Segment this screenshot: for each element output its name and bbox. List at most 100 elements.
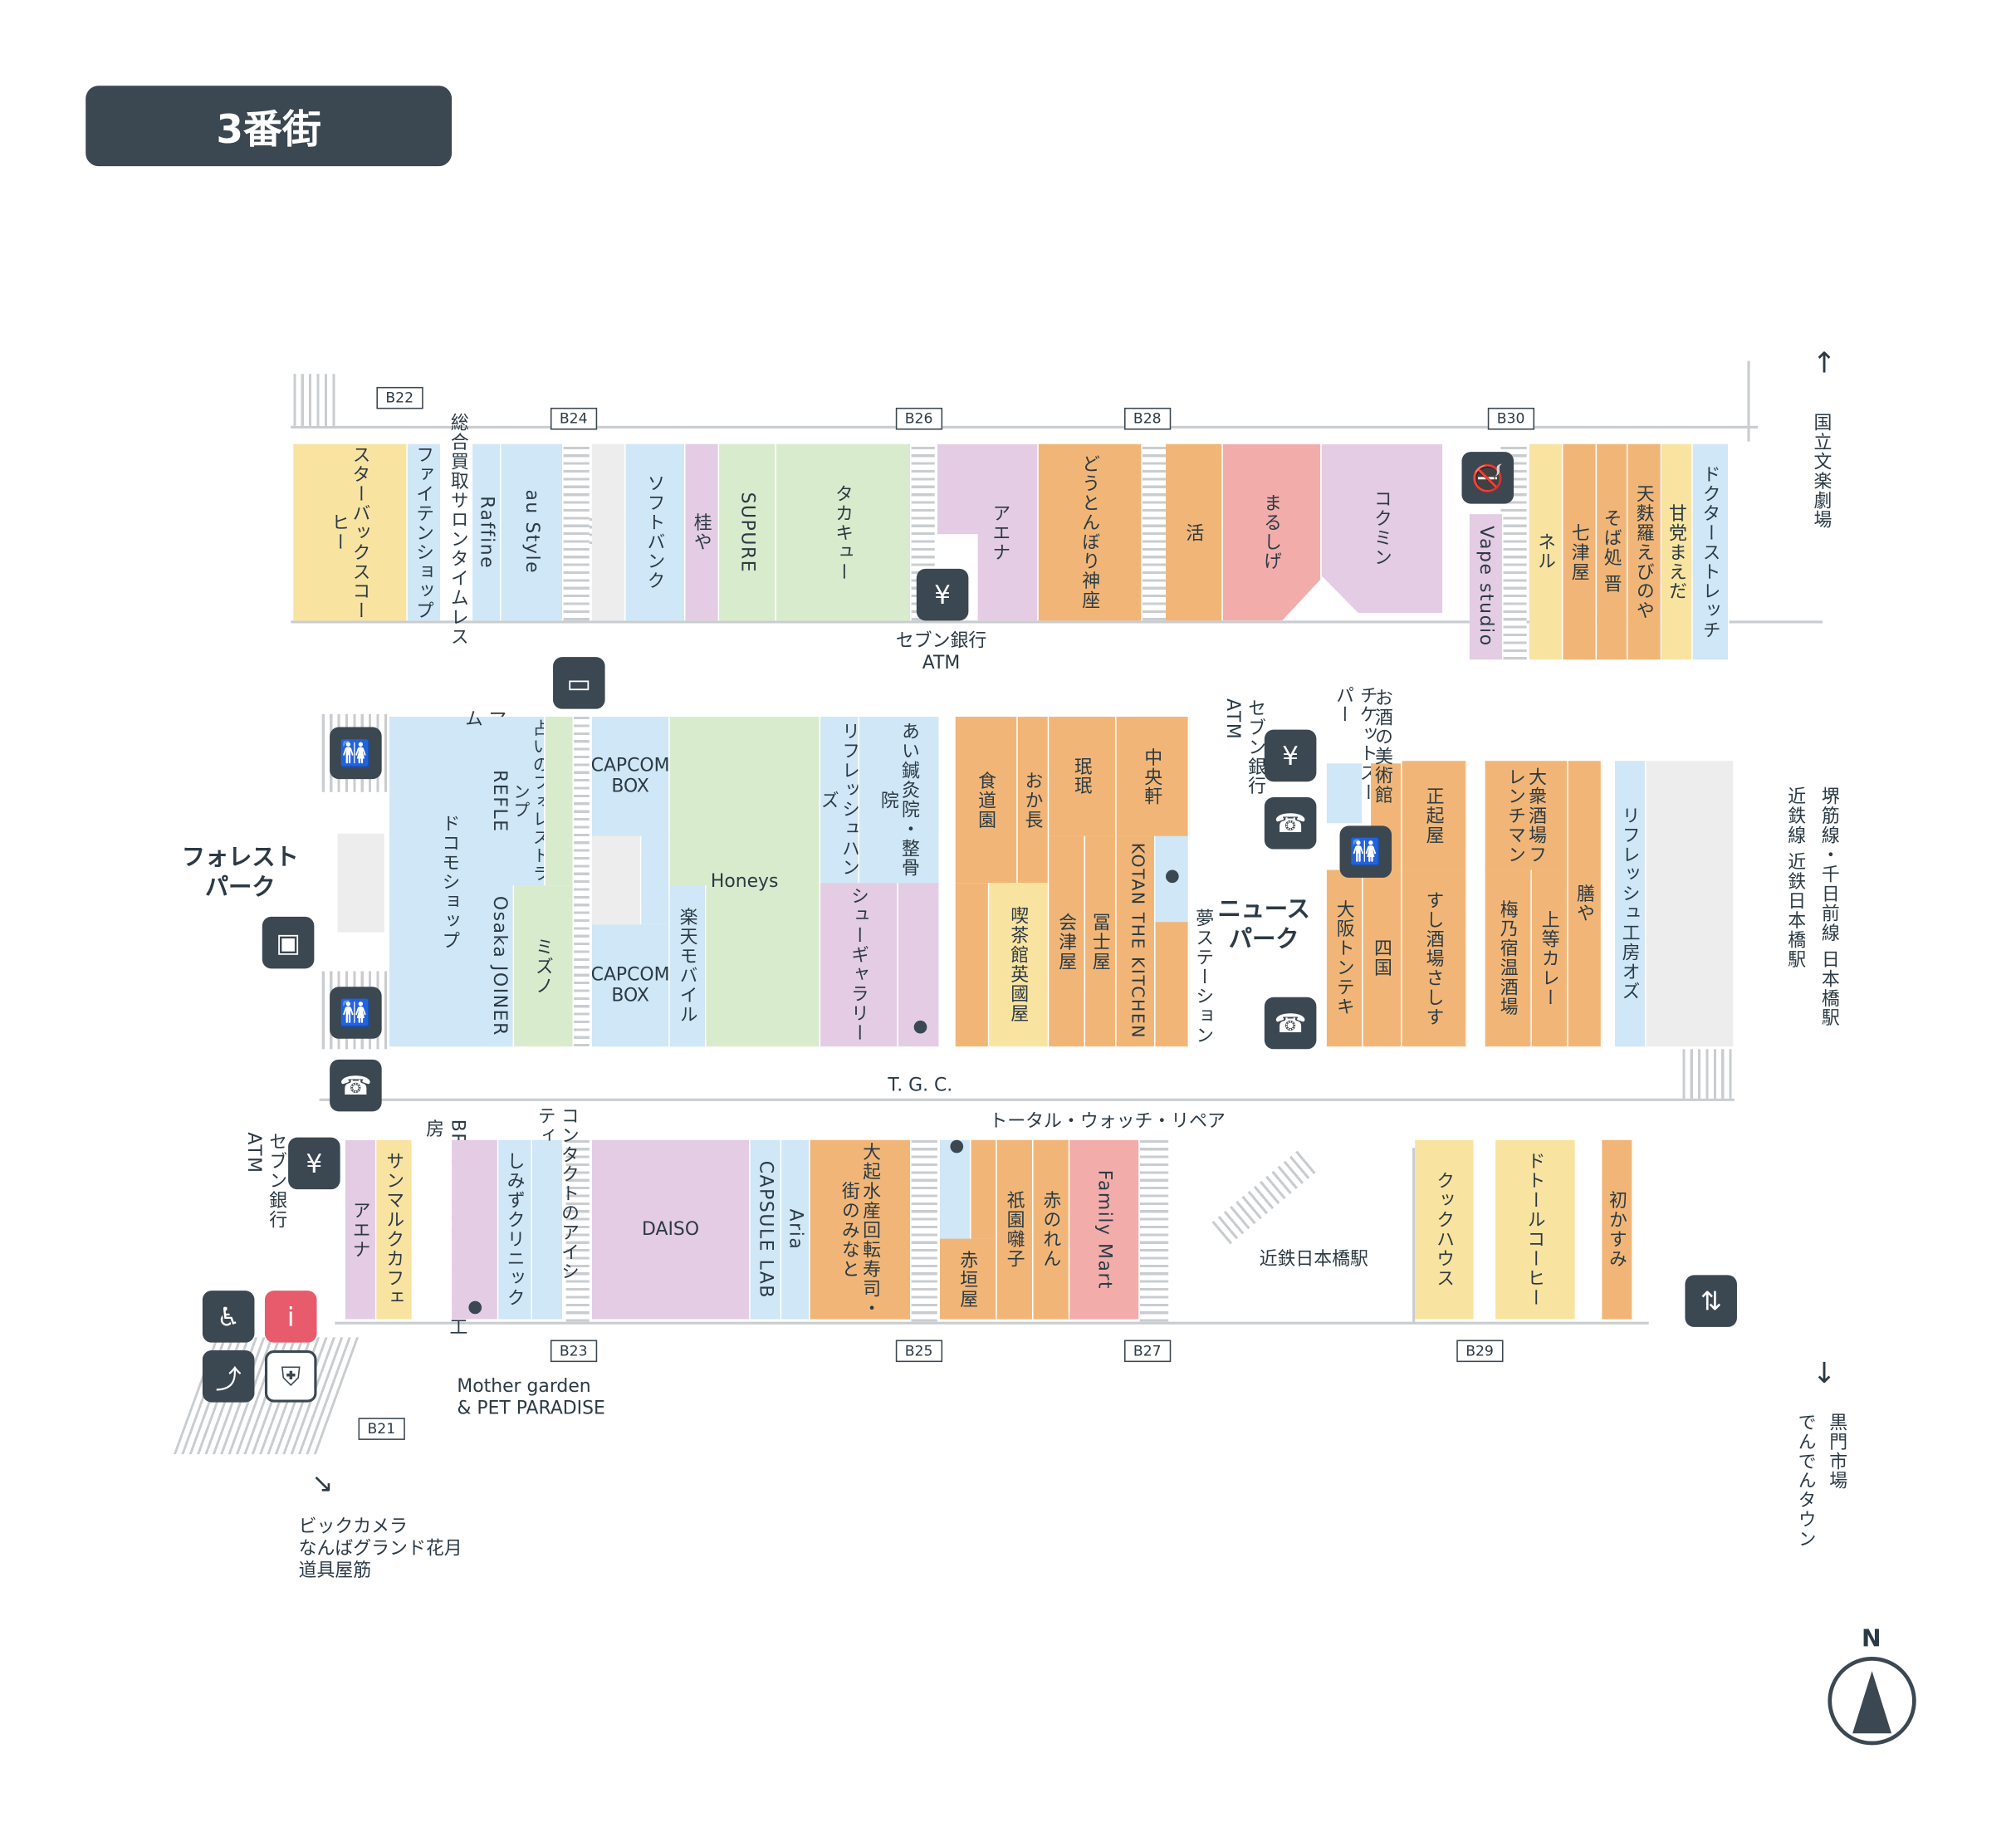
shop-okacho[interactable]: おか長: [1017, 717, 1050, 884]
unit-watch[interactable]: [939, 1139, 971, 1239]
atm-icon[interactable]: ¥: [916, 568, 969, 621]
shop-doutor[interactable]: ドトールコーヒー: [1495, 1139, 1577, 1320]
shop-capcom-2[interactable]: CAPCOM BOX: [591, 924, 670, 1047]
shop-amato[interactable]: 甘党まえだ: [1661, 443, 1693, 660]
shop-softbank[interactable]: ソフトバンク: [625, 443, 686, 621]
shop-supure[interactable]: SUPURE: [719, 443, 776, 621]
corridor-line: [335, 1321, 1649, 1325]
shop-umenoyado[interactable]: 梅乃宿温酒場: [1485, 869, 1532, 1047]
shop-taishu[interactable]: 大衆酒場フレンチマン: [1485, 761, 1568, 870]
shop-katsu[interactable]: 活: [1166, 443, 1223, 621]
shop-timeless-label[interactable]: 総合買取サロンタイムレス: [448, 413, 469, 647]
shop-cookhouse[interactable]: クックハウス: [1415, 1139, 1475, 1320]
shop-akanoren[interactable]: 赤のれん: [1033, 1139, 1070, 1320]
shop-dotonbori[interactable]: どうとんぼり神座: [1038, 443, 1143, 621]
atm-icon[interactable]: ¥: [1264, 729, 1317, 782]
shop-fujiya[interactable]: 冨士屋: [1085, 835, 1117, 1047]
unit-ticket[interactable]: [1326, 763, 1363, 824]
shop-gion[interactable]: 祇園囃子: [996, 1139, 1034, 1320]
toilet-icon[interactable]: 🚻: [330, 727, 382, 780]
shop-rakuten[interactable]: 楽天モバイル: [669, 885, 707, 1047]
shop-capsule[interactable]: CAPSULE LAB: [750, 1139, 782, 1320]
shop-refle[interactable]: REFLE: [485, 717, 515, 886]
shop-hatsukasumi[interactable]: 初かすみ: [1602, 1139, 1633, 1320]
telephone-icon[interactable]: ☎: [1264, 997, 1317, 1050]
shop-osakajoiner[interactable]: Osaka JOINER: [485, 885, 515, 1047]
shop-tenpura[interactable]: 天麩羅えびのや: [1627, 443, 1662, 660]
unit-tgc[interactable]: [898, 883, 940, 1047]
staircase: [1211, 1147, 1320, 1245]
shop-shichitsuya[interactable]: 七津屋: [1563, 443, 1598, 660]
shop-mizuno[interactable]: ミズノ: [514, 885, 575, 1047]
shop-kotan[interactable]: KOTAN THE KITCHEN: [1116, 835, 1156, 1047]
shop-eyecity-label[interactable]: コンタクトのアイシティ: [535, 1106, 580, 1282]
watch-label[interactable]: トータル・ウォッチ・リペア: [989, 1111, 1226, 1133]
shop-starbucks[interactable]: スターバックスコーヒー: [293, 443, 408, 621]
tgc-pin: [913, 1020, 927, 1034]
information-icon[interactable]: i: [264, 1291, 317, 1343]
shop-vape[interactable]: Vape studio: [1469, 514, 1504, 660]
shop-daiki[interactable]: 大起水産回転寿司・街のみなと: [810, 1139, 912, 1320]
shop-daiso[interactable]: DAISO: [591, 1139, 751, 1320]
information-icon[interactable]: ▣: [262, 916, 315, 969]
shop-refresh-hands[interactable]: リフレッシュハンズ: [820, 717, 860, 884]
shop-shokiya[interactable]: 正起屋: [1402, 761, 1467, 870]
toilet-icon[interactable]: 🚻: [1339, 825, 1392, 878]
shop-tonteki[interactable]: 大阪トンテキ: [1326, 869, 1363, 1047]
unit-mother[interactable]: [452, 1139, 499, 1320]
shop-ai[interactable]: あい鍼灸院・整骨院: [859, 717, 940, 884]
unit-eyecity[interactable]: [532, 1139, 564, 1320]
arrow-southwest-icon: ↘: [311, 1467, 334, 1499]
shop-zenya[interactable]: 膳や: [1568, 761, 1603, 1047]
shop-doctor[interactable]: ドクターストレッチ: [1692, 443, 1730, 660]
page-title: 3番街: [86, 86, 453, 167]
shop-akagaki[interactable]: 赤垣屋: [939, 1238, 997, 1320]
compass-north-label: N: [1862, 1625, 1881, 1653]
shop-austyle[interactable]: au Style: [501, 443, 564, 621]
wheelchair-icon[interactable]: ♿: [202, 1291, 255, 1343]
kintetsu-station-label[interactable]: 近鉄日本橋駅: [1259, 1249, 1368, 1271]
elevator-icon[interactable]: ⇅: [1685, 1275, 1737, 1327]
telephone-icon[interactable]: ☎: [330, 1059, 382, 1112]
shop-shoe[interactable]: シューギャラリー: [820, 883, 898, 1047]
shop-chuoken[interactable]: 中央軒: [1116, 717, 1190, 836]
staircase: [1142, 443, 1167, 621]
shop-neru[interactable]: ネル: [1529, 443, 1563, 660]
shop-phiten[interactable]: ファイテンショップ: [407, 443, 442, 621]
shop-shokudoen[interactable]: 食道園: [955, 717, 1018, 884]
escalator-icon[interactable]: ⤴: [202, 1350, 255, 1403]
mother-garden-label[interactable]: Mother garden & PET PARADISE: [457, 1376, 605, 1419]
coin-locker-icon[interactable]: ▭: [553, 657, 605, 709]
direction-southwest-label: ビックカメラ なんばグランド花月 道具屋筋: [298, 1516, 462, 1581]
shop-osake-label[interactable]: お酒の美術館: [1372, 688, 1393, 806]
shop-aena-top[interactable]: アエナ: [937, 443, 1039, 621]
shop-forest[interactable]: 占いのフォレストランプ: [511, 717, 546, 886]
shop-capcom-1[interactable]: CAPCOM BOX: [591, 717, 670, 836]
shop-joto[interactable]: 上等カレー: [1531, 869, 1568, 1047]
shop-raffine[interactable]: Raffine: [472, 443, 502, 621]
shop-kissa[interactable]: 喫茶館英國屋: [989, 883, 1050, 1047]
shop-ozu[interactable]: リフレッシュ工房オズ: [1614, 761, 1647, 1047]
tgc-label[interactable]: T. G. C.: [888, 1075, 953, 1096]
shop-marushige[interactable]: まるしげ: [1222, 443, 1322, 621]
shop-ryokan[interactable]: 珉珉: [1049, 717, 1117, 836]
shop-takakyu[interactable]: タカキュー: [776, 443, 912, 621]
shop-katsuraya[interactable]: 桂や: [685, 443, 720, 621]
atm-icon[interactable]: ¥: [288, 1137, 340, 1190]
shop-sobadokoro[interactable]: そば処 晋: [1597, 443, 1628, 660]
smoking-area-icon[interactable]: 🚭: [1461, 452, 1514, 504]
shop-aena-bottom[interactable]: アエナ: [345, 1139, 377, 1320]
forest-park-label: フォレスト パーク: [181, 844, 299, 901]
shop-sushi[interactable]: すし酒場さしす: [1402, 869, 1467, 1047]
telephone-icon[interactable]: ☎: [1264, 796, 1317, 850]
shop-shikoku[interactable]: 四国: [1363, 869, 1402, 1047]
yume-station-label[interactable]: 夢ステーション: [1193, 909, 1215, 1046]
shop-familymart[interactable]: Family Mart: [1069, 1139, 1140, 1320]
security-icon[interactable]: ⛨: [264, 1350, 317, 1403]
shop-sanmaruku[interactable]: サンマルクカフェ: [376, 1139, 413, 1320]
shop-kokumin[interactable]: コクミン: [1321, 443, 1444, 613]
shop-aria[interactable]: Aria: [781, 1139, 810, 1320]
shop-aizuya[interactable]: 会津屋: [1049, 835, 1086, 1047]
shop-shimizu[interactable]: しみずクリニック: [498, 1139, 533, 1320]
toilet-icon[interactable]: 🚻: [330, 987, 382, 1039]
